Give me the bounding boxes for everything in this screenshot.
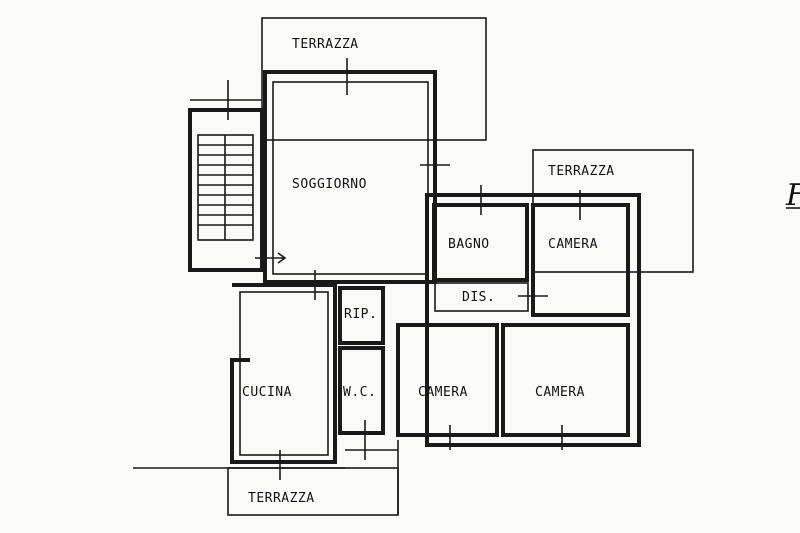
label-hallway: DIS. [462,290,495,305]
label-storage: RIP. [344,307,377,322]
label-kitchen: CUCINA [242,385,292,400]
living-room-walls [263,70,437,284]
edge-letter: F [785,178,800,213]
bedrooms-block-walls [425,193,641,447]
staircase [188,80,264,272]
label-bedroom-bottom-right: CAMERA [535,385,585,400]
label-bedroom-top-right: CAMERA [548,237,598,252]
entrance-arrow-icon [255,252,287,264]
label-terrace-top: TERRAZZA [292,37,359,52]
terrace-top-outline [261,17,487,141]
label-bathroom: BAGNO [448,237,490,252]
label-wc: W.C. [343,385,376,400]
label-living: SOGGIORNO [292,177,367,192]
label-bedroom-bottom-middle: CAMERA [418,385,468,400]
kitchen-walls [230,283,337,464]
label-terrace-right: TERRAZZA [548,164,615,179]
label-terrace-bottom: TERRAZZA [248,491,315,506]
